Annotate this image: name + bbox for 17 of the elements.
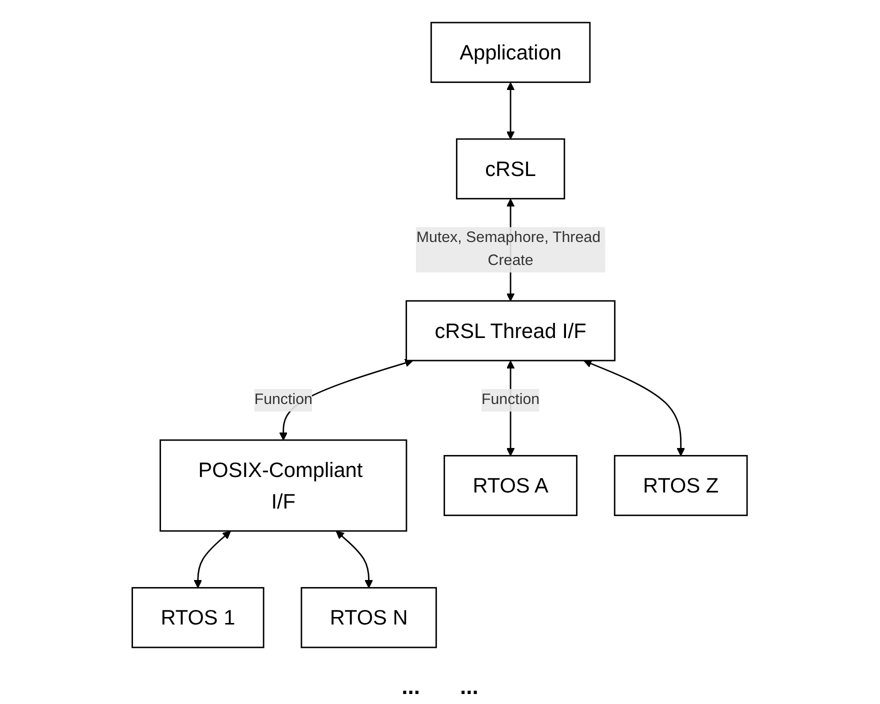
ellipsis-mark: ... [460, 674, 478, 700]
node-box: RTOS A [444, 455, 578, 516]
arrow [194, 530, 232, 588]
node-box: cRSL [456, 138, 566, 200]
arrow [336, 530, 374, 588]
node-box: cRSL Thread I/F [406, 300, 616, 362]
arrow [506, 82, 516, 140]
node-box: POSIX-Compliant I/F [160, 439, 408, 532]
edge-label: Mutex, Semaphore, Thread Create [416, 230, 601, 269]
node-box: RTOS Z [614, 455, 748, 516]
node-box: RTOS 1 [132, 587, 265, 648]
arrow [584, 360, 686, 456]
ellipsis-mark: ... [402, 674, 420, 700]
edge-label: Function [482, 392, 540, 408]
node-box: RTOS N [301, 587, 438, 648]
edge-label: Function [254, 392, 313, 408]
node-box: Application [430, 22, 591, 83]
